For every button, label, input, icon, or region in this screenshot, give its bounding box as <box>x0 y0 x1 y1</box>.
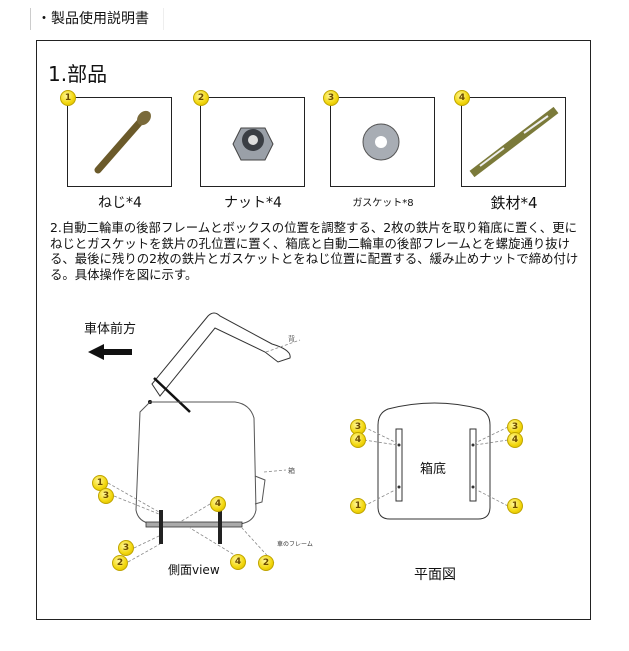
part-box-nut <box>200 97 305 187</box>
plan-view-caption: 平面図 <box>414 567 456 583</box>
side-view-caption: 側面view <box>168 563 220 577</box>
side-badge: 3 <box>118 540 134 556</box>
part-label: ねじ*4 <box>98 195 142 211</box>
plan-center-label: 箱底 <box>420 462 447 477</box>
forward-arrow-icon <box>88 344 132 360</box>
part-badge: 4 <box>454 90 470 106</box>
section-parts-title: 1.部品 <box>48 62 108 86</box>
part-box-washer <box>330 97 435 187</box>
side-view-diagram <box>88 312 301 564</box>
part-label: ガスケット*8 <box>352 198 414 209</box>
plan-badge: 1 <box>507 498 523 514</box>
instruction-text: 2.自動二輪車の後部フレームとボックスの位置を調整する、2枚の鉄片を取り箱底に置… <box>50 220 579 282</box>
part-badge: 1 <box>60 90 76 106</box>
side-badge: 3 <box>98 488 114 504</box>
label-box: 箱 <box>288 467 295 475</box>
nut-icon <box>232 127 274 161</box>
part-box-iron <box>461 97 566 187</box>
plan-view-diagram <box>363 402 509 520</box>
plan-badge: 1 <box>350 498 366 514</box>
part-label: ナット*4 <box>224 195 282 211</box>
label-back: 背 <box>288 335 295 343</box>
part-badge: 3 <box>323 90 339 106</box>
washer-icon <box>362 123 400 161</box>
side-badge: 2 <box>112 555 128 571</box>
direction-label: 車体前方 <box>84 322 137 337</box>
iron-plate-icon <box>469 106 559 178</box>
plan-badge: 4 <box>507 432 523 448</box>
plan-badge: 4 <box>350 432 366 448</box>
part-box-screw <box>67 97 172 187</box>
side-badge: 4 <box>210 496 226 512</box>
side-badge: 2 <box>258 555 274 571</box>
part-badge: 2 <box>193 90 209 106</box>
manual-frame <box>36 40 591 620</box>
label-frame: 車のフレーム <box>277 541 313 549</box>
page-header: ・製品使用説明書 <box>30 8 164 30</box>
screw-icon <box>94 110 151 174</box>
side-badge: 1 <box>92 475 108 491</box>
part-label: 鉄材*4 <box>490 194 538 212</box>
side-badge: 4 <box>230 554 246 570</box>
